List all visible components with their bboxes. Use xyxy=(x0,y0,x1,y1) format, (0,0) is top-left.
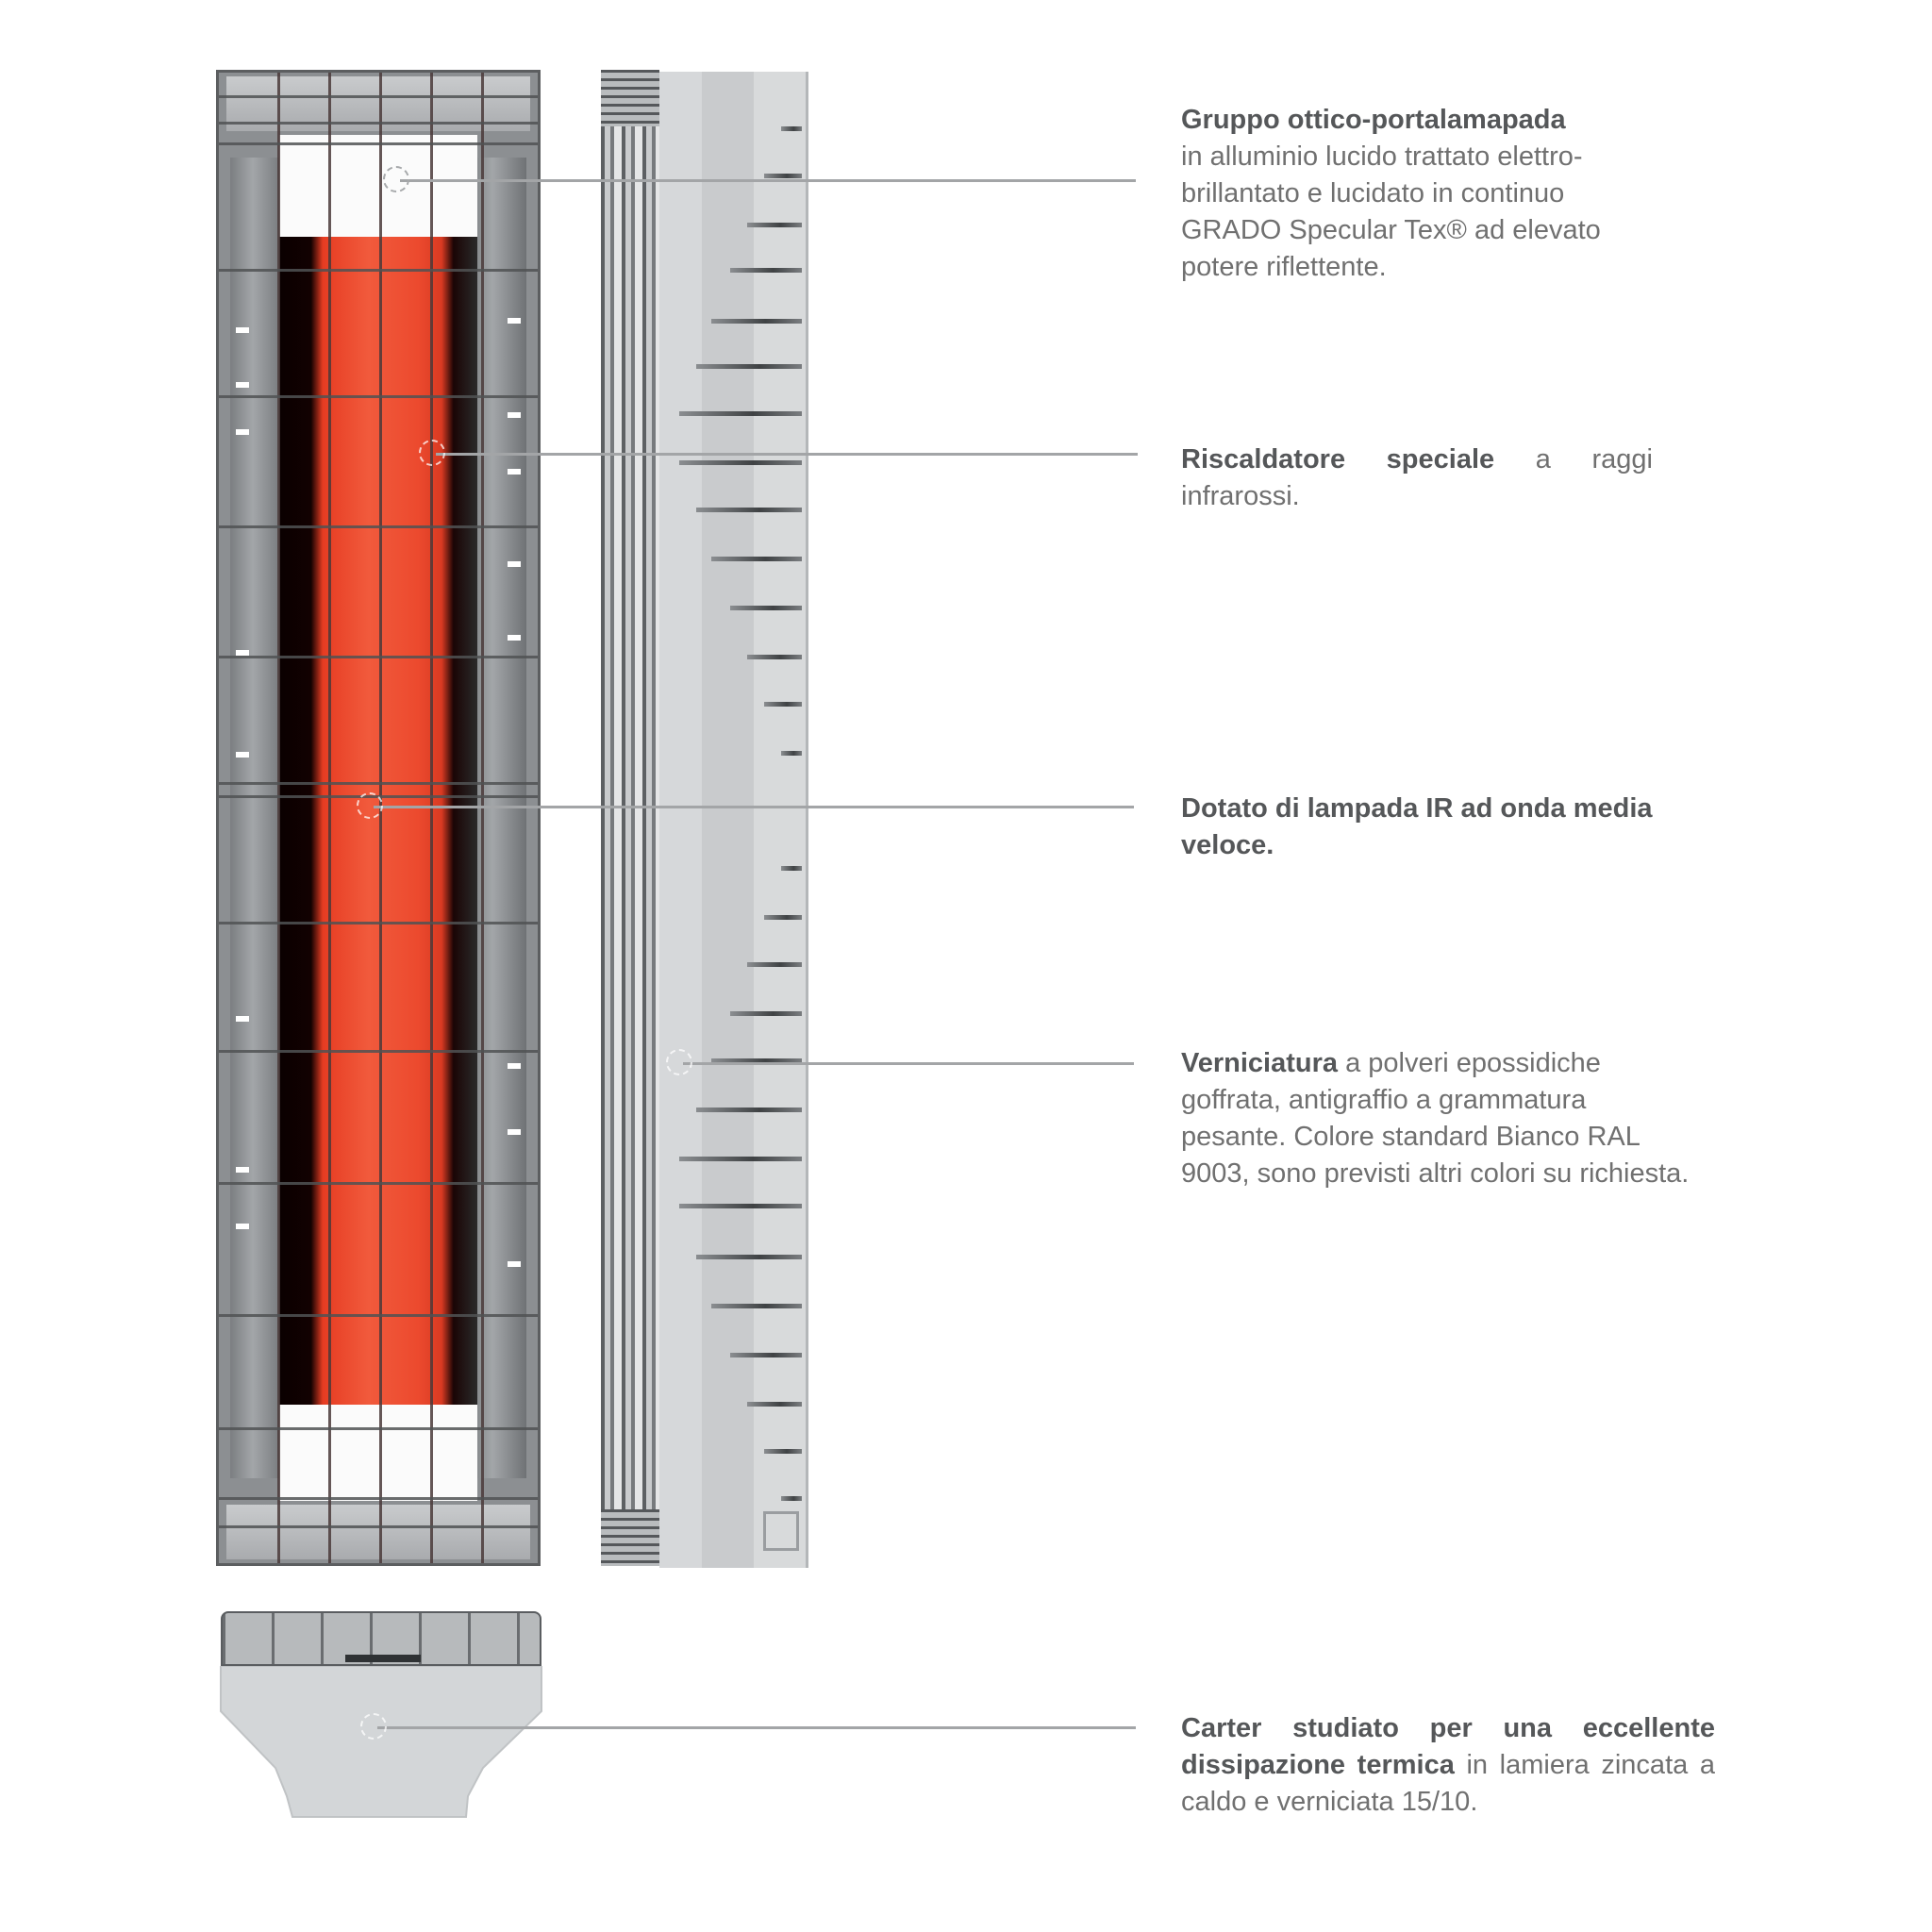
callout-marker-lampada xyxy=(357,792,383,819)
side-cage-bottom xyxy=(601,1509,659,1566)
front-right-rail xyxy=(470,158,526,1478)
carter-shape xyxy=(220,1666,542,1818)
callout-line-lampada xyxy=(374,806,1134,808)
ir-lamp xyxy=(279,237,477,1405)
feature-title: Verniciatura xyxy=(1181,1048,1339,1078)
callout-marker-carter xyxy=(360,1713,387,1740)
carter-grill xyxy=(221,1611,541,1666)
callout-line-gruppo-ottico xyxy=(400,179,1136,182)
callout-line-carter xyxy=(377,1726,1136,1729)
reflector-top xyxy=(279,135,477,237)
heater-side-view xyxy=(601,70,810,1568)
feature-carter: Carter studiato per una eccellente dissi… xyxy=(1181,1710,1715,1821)
feature-body: a raggi infrarossi. xyxy=(1181,444,1653,511)
side-cage xyxy=(601,70,659,1566)
front-bottom-cap xyxy=(226,1505,530,1559)
feature-title: Dotato di lampada IR ad onda media veloc… xyxy=(1181,793,1653,860)
callout-marker-verniciatura xyxy=(666,1049,692,1075)
side-housing xyxy=(659,72,808,1568)
feature-riscaldatore: Riscaldatore speciale a raggi infrarossi… xyxy=(1181,441,1653,515)
callout-line-verniciatura xyxy=(683,1062,1134,1065)
feature-gruppo-ottico: Gruppo ottico-portalamapada in alluminio… xyxy=(1181,102,1672,286)
callout-marker-gruppo-ottico xyxy=(383,166,409,192)
callout-marker-riscaldatore xyxy=(419,440,445,466)
access-hatch xyxy=(763,1511,799,1551)
feature-body: in alluminio lucido trattato elettro-bri… xyxy=(1181,142,1601,282)
callout-line-riscaldatore xyxy=(436,453,1138,456)
reflector-bottom xyxy=(279,1405,477,1501)
feature-title: Gruppo ottico-portalamapada xyxy=(1181,105,1566,135)
feature-body: in lamiera zincata a caldo e verniciata … xyxy=(1181,1750,1715,1817)
feature-title: Carter studiato per una eccellente dissi… xyxy=(1181,1713,1715,1780)
carter-bottom-view xyxy=(217,1611,545,1821)
feature-lampada: Dotato di lampada IR ad onda media veloc… xyxy=(1181,791,1662,864)
feature-verniciatura: Verniciatura a polveri epossidiche goffr… xyxy=(1181,1045,1690,1192)
heater-front-view xyxy=(216,70,541,1566)
feature-title: Riscaldatore speciale xyxy=(1181,444,1495,475)
feature-body: a polveri epossidiche goffrata, antigraf… xyxy=(1181,1048,1690,1189)
side-cage-top xyxy=(601,70,659,126)
